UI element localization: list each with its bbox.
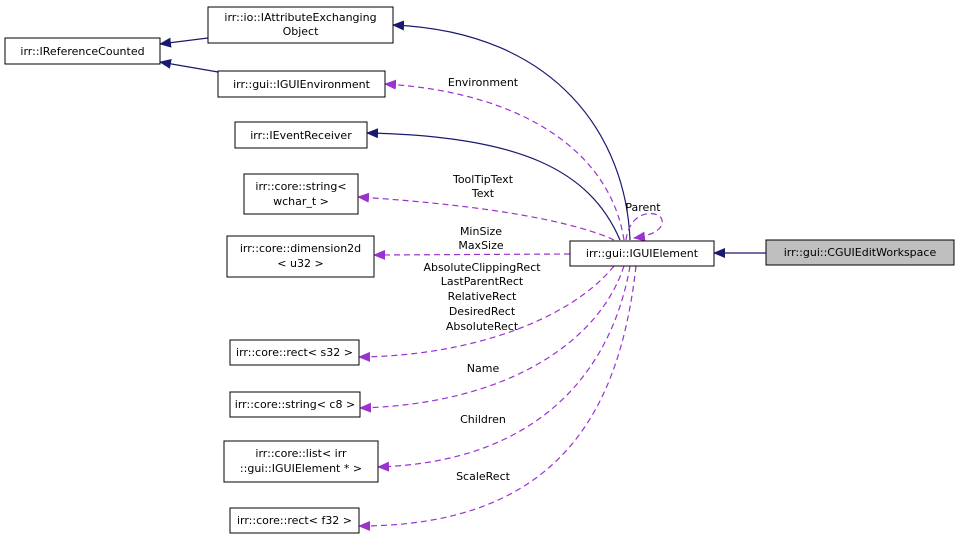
svg-text:irr::IReferenceCounted: irr::IReferenceCounted bbox=[20, 45, 144, 58]
edge-element-rect-f32 bbox=[358, 265, 637, 531]
svg-text:irr::core::list< irr::gui::IGU: irr::core::list< irr::gui::IGUIElement *… bbox=[240, 447, 362, 475]
svg-text:irr::gui::IGUIElement: irr::gui::IGUIElement bbox=[586, 247, 699, 260]
svg-text:irr::core::string<wchar_t >: irr::core::string<wchar_t > bbox=[255, 180, 346, 208]
node-list-gui-element[interactable]: irr::core::list< irr::gui::IGUIElement *… bbox=[223, 440, 379, 483]
label-environment: Environment bbox=[448, 76, 519, 89]
svg-text:irr::core::rect< s32 >: irr::core::rect< s32 > bbox=[236, 346, 353, 359]
node-string-c8[interactable]: irr::core::string< c8 > bbox=[229, 391, 361, 418]
edge-element-minmax bbox=[373, 249, 571, 260]
edge-element-to-eventreceiver bbox=[366, 128, 621, 241]
edge-element-to-attr bbox=[392, 20, 631, 241]
edge-element-string-c8 bbox=[359, 265, 625, 413]
node-gui-environment[interactable]: irr::gui::IGUIEnvironment bbox=[217, 70, 386, 98]
node-event-receiver[interactable]: irr::IEventReceiver bbox=[234, 121, 368, 149]
svg-text:irr::core::string< c8 >: irr::core::string< c8 > bbox=[235, 398, 355, 411]
node-string-wchar[interactable]: irr::core::string<wchar_t > bbox=[243, 173, 359, 215]
svg-text:irr::IEventReceiver: irr::IEventReceiver bbox=[250, 129, 352, 142]
svg-text:irr::gui::CGUIEditWorkspace: irr::gui::CGUIEditWorkspace bbox=[784, 246, 937, 259]
node-reference-counted[interactable]: irr::IReferenceCounted bbox=[4, 37, 161, 65]
label-scale-rect: ScaleRect bbox=[456, 470, 511, 483]
inheritance-edges bbox=[159, 20, 766, 258]
node-rect-s32[interactable]: irr::core::rect< s32 > bbox=[229, 339, 360, 366]
edge-env-to-refcounted bbox=[159, 58, 219, 73]
edge-element-rect-s32 bbox=[358, 265, 615, 362]
label-parent: Parent bbox=[625, 201, 661, 214]
label-name: Name bbox=[467, 362, 500, 375]
svg-text:irr::core::rect< f32 >: irr::core::rect< f32 > bbox=[237, 514, 352, 527]
node-gui-element[interactable]: irr::gui::IGUIElement bbox=[569, 240, 715, 267]
edge-attr-to-refcounted bbox=[159, 37, 209, 48]
node-gui-edit-workspace[interactable]: irr::gui::CGUIEditWorkspace bbox=[765, 239, 955, 266]
edge-element-environment bbox=[384, 79, 625, 241]
edge-element-parent bbox=[625, 213, 663, 242]
svg-text:irr::gui::IGUIEnvironment: irr::gui::IGUIEnvironment bbox=[233, 78, 371, 91]
node-dimension2d[interactable]: irr::core::dimension2d< u32 > bbox=[226, 235, 375, 278]
collaboration-edges bbox=[357, 79, 663, 531]
edge-element-list bbox=[377, 265, 631, 472]
edge-element-tooltip bbox=[357, 192, 615, 241]
label-children: Children bbox=[460, 413, 506, 426]
node-rect-f32[interactable]: irr::core::rect< f32 > bbox=[229, 507, 360, 534]
svg-text:irr::core::dimension2d< u32 >: irr::core::dimension2d< u32 > bbox=[240, 242, 361, 270]
